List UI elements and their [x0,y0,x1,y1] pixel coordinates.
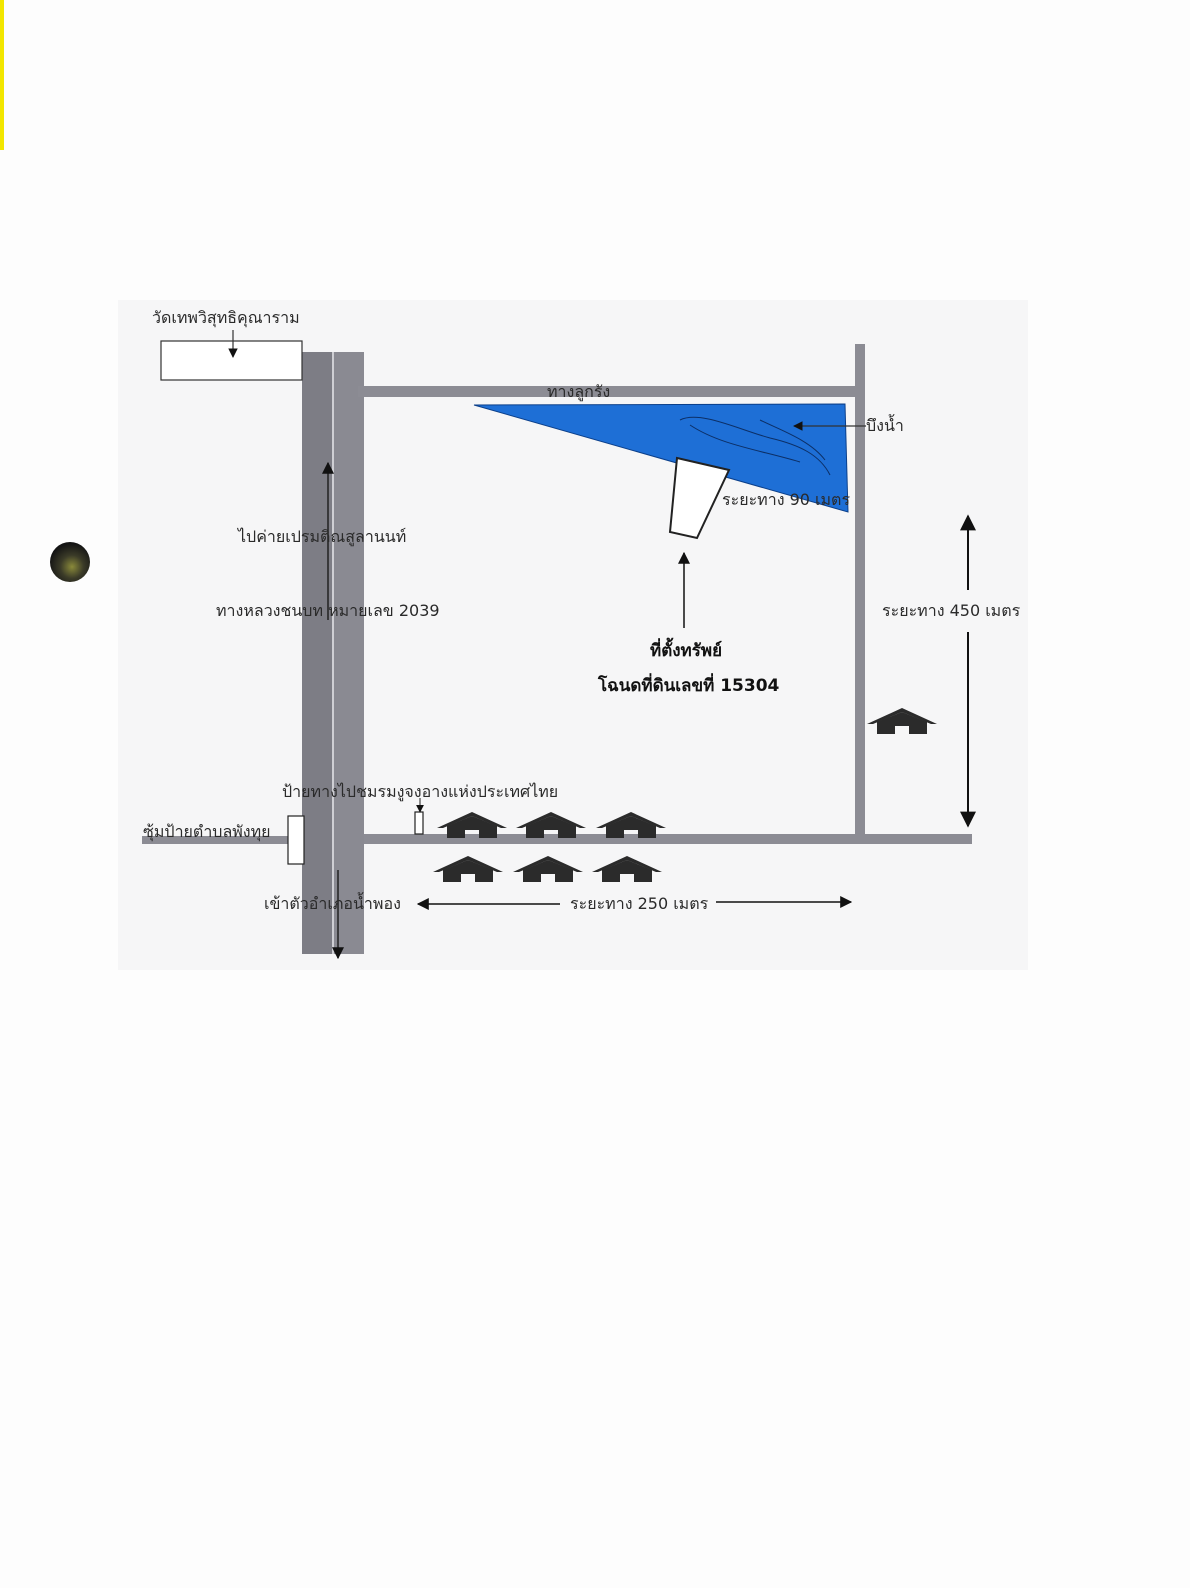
scan-edge-mark [0,0,4,150]
highway-road-right [332,352,364,954]
arch-sign [287,815,305,865]
dirt-road-label: ทางลูกรัง [547,382,611,401]
temple-label: วัดเทพวิสุทธิคุณาราม [152,308,300,327]
to-camp-label: ไปค่ายเปรมติณสูลานนท์ [238,527,407,546]
dirt-road [358,386,858,397]
sign-label: ป้ายทางไปชมรมงูจงอางแห่งประเทศไทย [282,782,559,801]
arch-label: ซุ้มป้ายตำบลพังทุย [143,822,271,841]
pond-label: บึงน้ำ [866,416,904,435]
pond-sketch [679,416,831,476]
dist-450-label: ระยะทาง 450 เมตร [882,601,1021,620]
pond-area [473,403,849,513]
deed-label: โฉนดที่ดินเลขที่ 15304 [598,676,780,696]
right-road [855,344,865,838]
punch-hole [50,542,90,582]
temple-box [160,340,303,381]
dist-90-label: ระยะทาง 90 เมตร [722,490,851,509]
to-district-label: เข้าตัวอำเภอน้ำพอง [264,894,401,913]
property-title: ที่ตั้งทรัพย์ [650,641,723,661]
property-plot [668,456,731,540]
sign-post [414,811,424,835]
left-road [142,836,302,844]
bottom-road [364,834,972,844]
dist-250-label: ระยะทาง 250 เมตร [570,894,709,913]
highway-label: ทางหลวงชนบท หมายเลข 2039 [216,601,440,620]
highway-road-left [302,352,332,954]
